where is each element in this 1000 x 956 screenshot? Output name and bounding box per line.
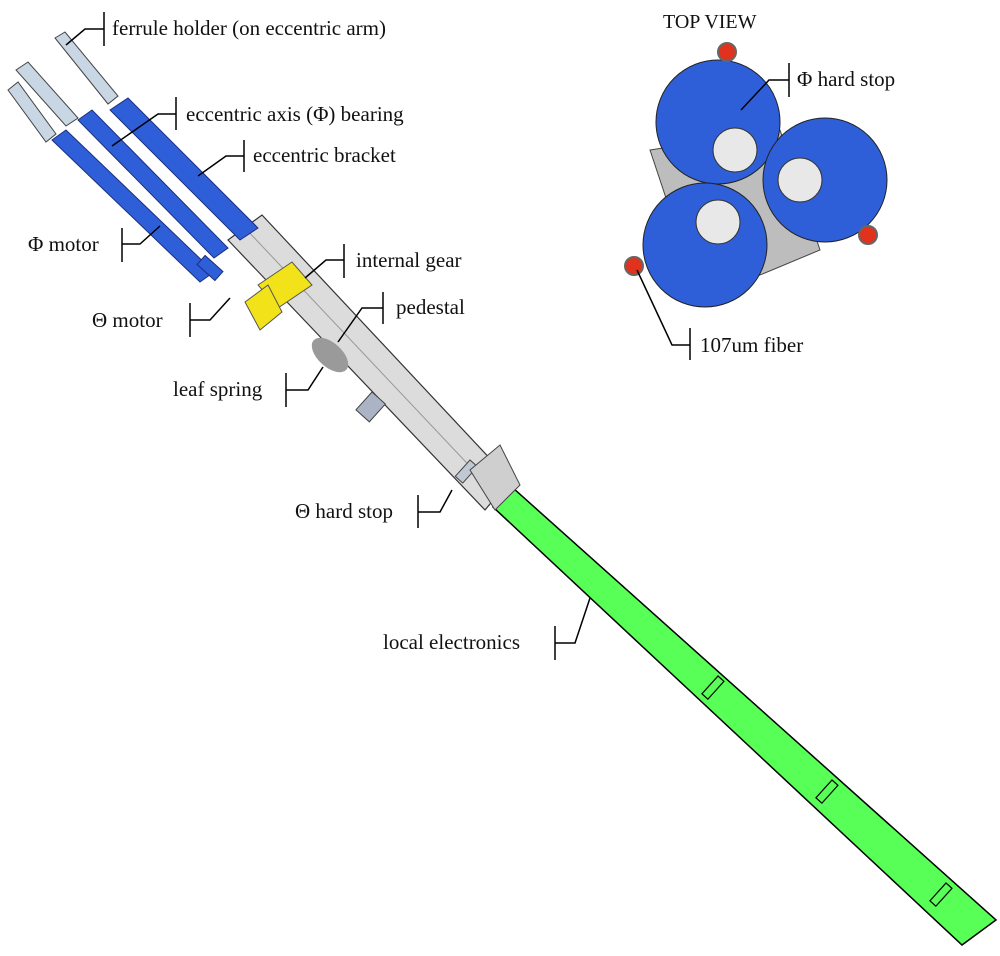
label-pedestal: pedestal (396, 295, 465, 319)
leader-lines (65, 12, 790, 660)
label-eccentric-bracket: eccentric bracket (253, 143, 396, 167)
tips (7, 31, 119, 143)
local-electronics-board (491, 486, 998, 946)
top-view-assembly (624, 42, 888, 308)
label-eccentric-axis-bearing: eccentric axis (Φ) bearing (186, 102, 404, 126)
label-phi-hard-stop: Φ hard stop (797, 67, 896, 91)
label-fiber: 107um fiber (700, 333, 804, 357)
label-phi-motor: Φ motor (28, 232, 99, 256)
label-internal-gear: internal gear (356, 248, 462, 272)
label-leaf-spring: leaf spring (173, 377, 263, 401)
top-view-title: TOP VIEW (663, 11, 757, 33)
label-theta-hard-stop: Θ hard stop (295, 499, 393, 523)
blue-motors (51, 97, 259, 283)
board-slots (701, 675, 953, 908)
label-local-electronics: local electronics (383, 630, 521, 654)
label-ferrule-holder: ferrule holder (on eccentric arm) (112, 16, 387, 40)
label-theta-motor: Θ motor (92, 308, 163, 332)
